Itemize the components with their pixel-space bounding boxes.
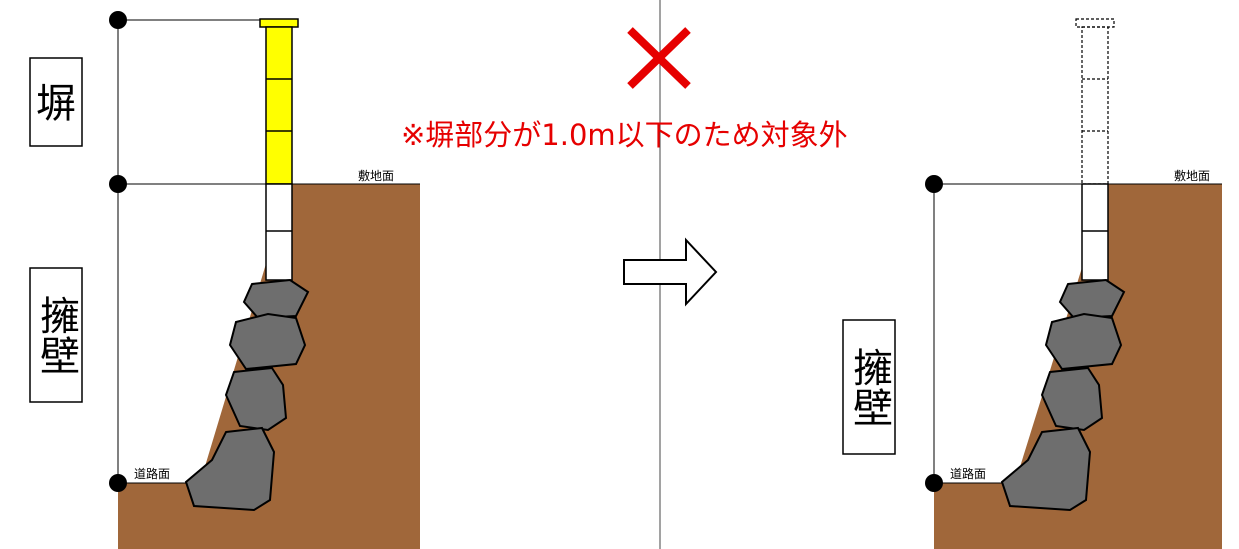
exclusion-note: ※塀部分が1.0m以下のため対象外 <box>401 118 848 152</box>
left-road-surface-label: 道路面 <box>134 466 170 481</box>
right-removed-fence-body <box>1081 26 1109 185</box>
left-fence-cap <box>259 18 299 28</box>
left-stone-2 <box>228 312 307 371</box>
right-wall-label-box <box>842 319 896 455</box>
left-soil-road <box>118 483 200 549</box>
right-site-surface-label: 敷地面 <box>1174 168 1210 183</box>
right-stone-4 <box>1000 426 1092 512</box>
left-stone-1 <box>242 278 310 320</box>
right-stone-1 <box>1058 278 1126 320</box>
not-applicable-mark <box>627 27 691 89</box>
left-wall-label-box <box>29 267 83 403</box>
right-road-surface-label: 道路面 <box>950 466 986 481</box>
left-fence-label: 塀 <box>36 81 76 127</box>
left-fence-body <box>265 26 293 185</box>
right-stone-3 <box>1040 366 1104 432</box>
left-stone-3 <box>224 366 288 432</box>
left-fence-label-box <box>29 57 83 147</box>
left-dim-dot-mid <box>109 175 127 193</box>
right-removed-fence-cap <box>1075 18 1115 28</box>
right-panel: 敷地面 道路面 擁壁 <box>842 18 1222 549</box>
right-soil-road <box>934 483 1015 549</box>
left-stone-4 <box>184 426 276 512</box>
left-soil-site <box>290 184 420 549</box>
right-wall-label: 擁壁 <box>846 347 892 427</box>
left-site-surface-label: 敷地面 <box>358 168 394 183</box>
left-dim-dot-bottom <box>109 474 127 492</box>
right-soil-site <box>1108 184 1222 549</box>
right-stone-2 <box>1044 312 1123 371</box>
left-dim-dot-top <box>109 11 127 29</box>
left-wall-label: 擁壁 <box>33 295 79 375</box>
left-block-wall <box>265 183 293 281</box>
transition-arrow <box>623 237 718 307</box>
right-dim-dot-mid <box>925 175 943 193</box>
right-block-wall <box>1081 183 1109 281</box>
left-panel: 敷地面 道路面 塀 擁壁 <box>29 11 420 549</box>
right-dim-dot-bottom <box>925 474 943 492</box>
